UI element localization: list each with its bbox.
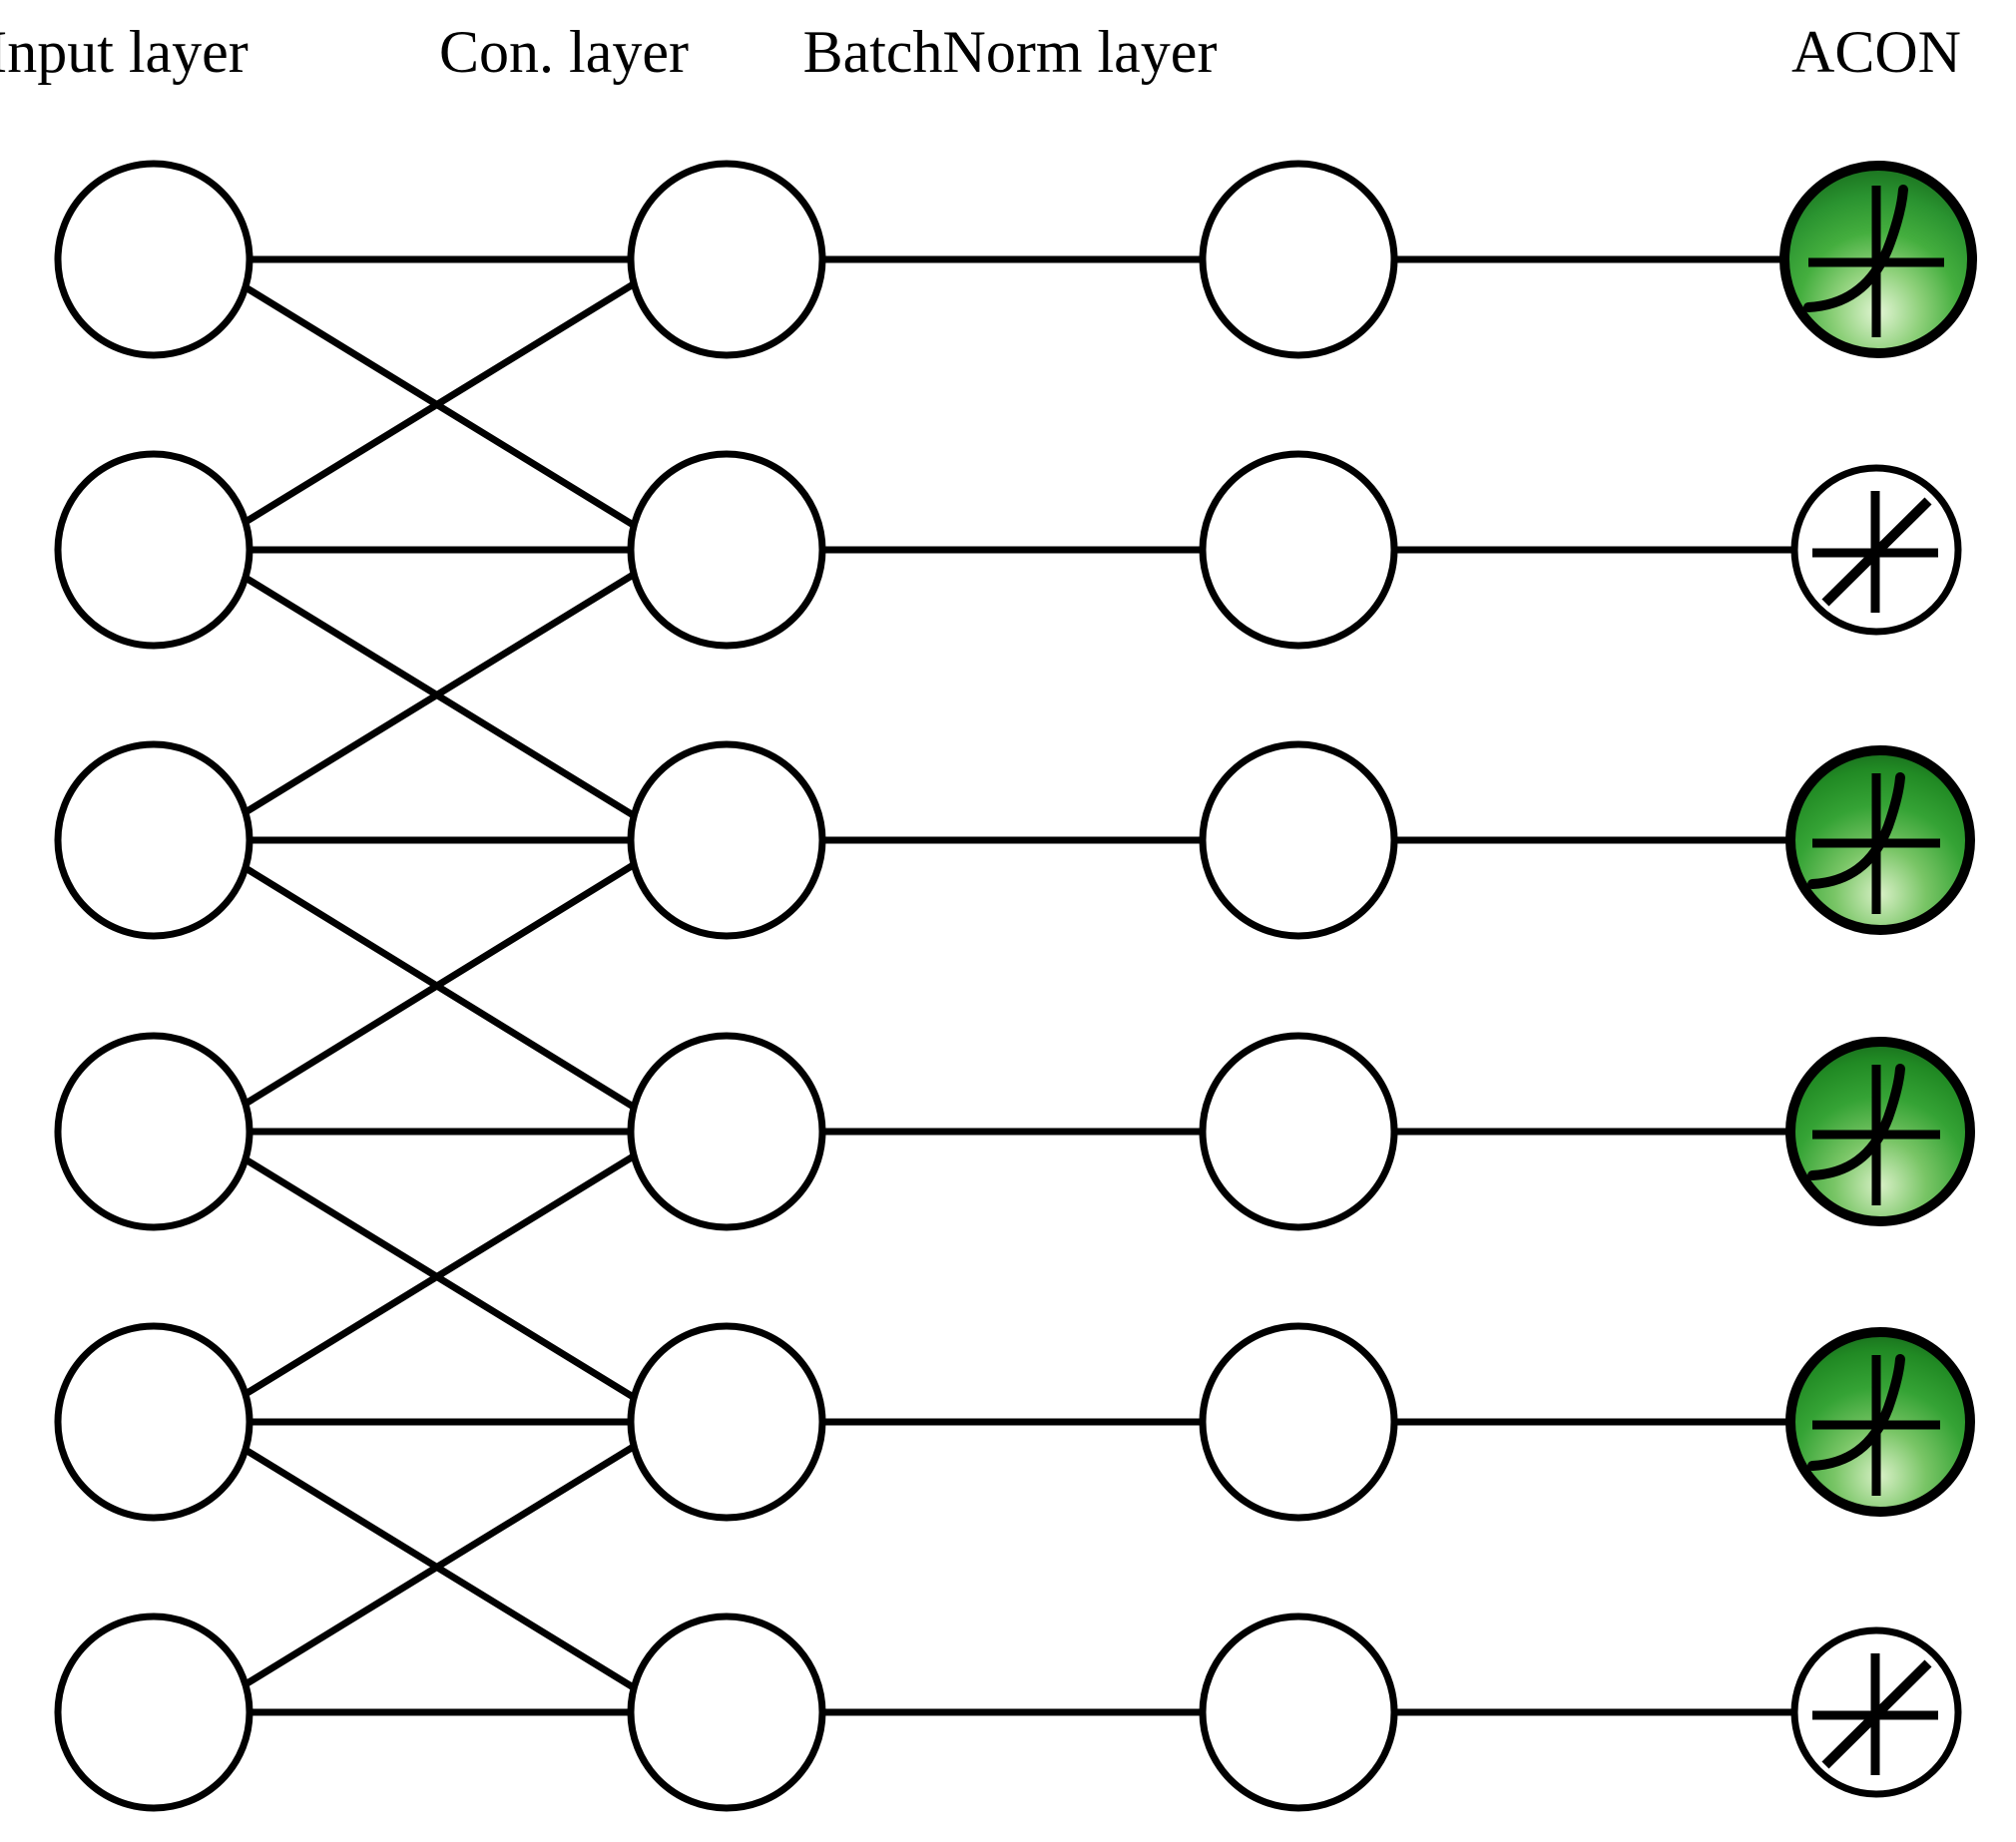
- batchnorm-node-6[interactable]: [1199, 1612, 1398, 1812]
- layer-label-batchnorm: BatchNorm layer: [803, 19, 1218, 85]
- con-layer-nodes: [627, 160, 826, 1812]
- con-node-6[interactable]: [627, 1612, 826, 1812]
- batchnorm-layer-nodes: [1199, 160, 1398, 1812]
- batchnorm-node-4[interactable]: [1199, 1032, 1398, 1231]
- edges-con-to-batchnorm: [822, 255, 1203, 1716]
- con-node-3[interactable]: [627, 740, 826, 940]
- input-node-5[interactable]: [54, 1322, 253, 1522]
- con-node-5[interactable]: [627, 1322, 826, 1522]
- edges-input-to-con: [244, 255, 637, 1716]
- input-node-1[interactable]: [54, 160, 253, 359]
- layer-label-input: Input layer: [0, 19, 249, 85]
- acon-node-4[interactable]: [1785, 1037, 1975, 1226]
- input-node-2[interactable]: [54, 450, 253, 650]
- acon-node-5[interactable]: [1785, 1327, 1975, 1517]
- layer-labels: Input layer Con. layer BatchNorm layer A…: [0, 19, 1961, 85]
- acon-node-6[interactable]: [1790, 1626, 1962, 1798]
- batchnorm-node-2[interactable]: [1199, 450, 1398, 650]
- input-node-4[interactable]: [54, 1032, 253, 1231]
- input-node-6[interactable]: [54, 1612, 253, 1812]
- edges-batchnorm-to-acon: [1394, 255, 1798, 1716]
- linear-line-icon: [1812, 491, 1938, 613]
- acon-node-2[interactable]: [1790, 464, 1962, 636]
- edge-in4-con3: [244, 1152, 637, 1397]
- batchnorm-node-3[interactable]: [1199, 740, 1398, 940]
- linear-line-icon: [1812, 1653, 1938, 1775]
- acon-curve-icon: [1803, 185, 1944, 337]
- edge-in1-con0: [244, 280, 637, 525]
- batchnorm-node-1[interactable]: [1199, 160, 1398, 359]
- layer-label-con: Con. layer: [439, 19, 689, 85]
- acon-curve-icon: [1807, 1064, 1940, 1205]
- input-node-3[interactable]: [54, 740, 253, 940]
- con-node-4[interactable]: [627, 1032, 826, 1231]
- acon-curve-icon: [1807, 772, 1940, 914]
- edge-in3-con2: [244, 861, 637, 1107]
- con-node-1[interactable]: [627, 160, 826, 359]
- layer-label-acon: ACON: [1791, 19, 1961, 85]
- con-node-2[interactable]: [627, 450, 826, 650]
- edge-in5-con4: [244, 1443, 637, 1687]
- acon-layer-nodes: [1779, 161, 1977, 1798]
- batchnorm-node-5[interactable]: [1199, 1322, 1398, 1522]
- acon-node-3[interactable]: [1785, 745, 1975, 935]
- acon-curve-icon: [1807, 1354, 1940, 1496]
- edge-in2-con1: [244, 571, 637, 815]
- input-layer-nodes: [54, 160, 253, 1812]
- acon-node-1[interactable]: [1779, 161, 1977, 358]
